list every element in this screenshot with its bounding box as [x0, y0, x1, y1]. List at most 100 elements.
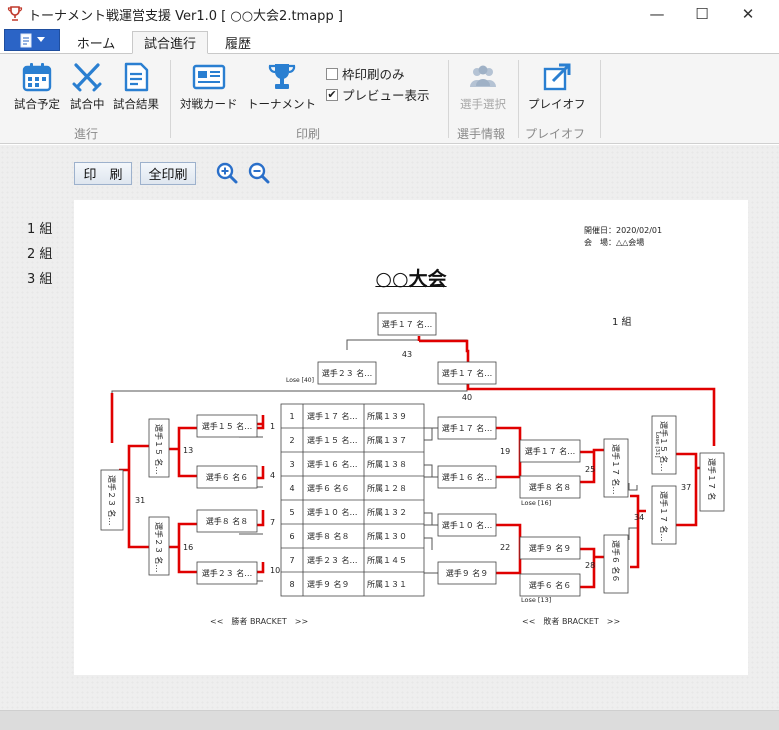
status-bar — [0, 710, 779, 730]
print-all-button[interactable]: 全印刷 — [140, 162, 196, 185]
tab-home[interactable]: ホーム — [76, 37, 116, 52]
losers-r2-box — [519, 536, 581, 560]
trophy-app-icon — [7, 6, 23, 21]
player-name: 選手１５ 名… — [659, 421, 669, 472]
losers-r3-box — [603, 534, 629, 594]
group-list: 1 組 2 組 3 組 — [27, 217, 52, 292]
entry-name: 選手１７ 名… — [307, 411, 358, 421]
export-icon — [543, 63, 571, 91]
entry-seed: 8 — [289, 580, 294, 589]
match-card-button[interactable]: 対戦カード — [180, 60, 238, 112]
event-venue: 会 場：△△会場 — [584, 238, 645, 247]
entry-affiliation: 所属１２８ — [367, 483, 407, 493]
entry-affiliation: 所属１３２ — [367, 507, 407, 517]
ribbon-separator — [170, 60, 171, 138]
preview-label: プレビュー表示 — [342, 88, 430, 103]
losers-r1-box — [437, 561, 497, 585]
schedule-button[interactable]: 試合予定 — [14, 60, 60, 112]
match-number: 28 — [585, 561, 595, 570]
results-button[interactable]: 試合結果 — [113, 60, 159, 112]
grand-final-winner-box — [377, 312, 437, 336]
zoom-in-icon[interactable] — [216, 162, 238, 184]
minimize-button[interactable]: — — [649, 5, 665, 23]
player-name: 選手１７ 名… — [611, 444, 621, 495]
match-number: 31 — [135, 496, 145, 505]
people-icon — [470, 65, 496, 87]
entry-affiliation: 所属１３０ — [367, 531, 407, 541]
entry-seed: 4 — [289, 484, 294, 493]
player-name: 選手１５ 名… — [202, 421, 253, 431]
player-name: 選手６ 名６ — [206, 472, 249, 482]
group-label-progress: 進行 — [74, 127, 99, 141]
entry-seed: 7 — [289, 556, 294, 565]
entry-name: 選手２３ 名… — [307, 555, 358, 565]
close-button[interactable]: ✕ — [741, 5, 755, 23]
match-number: 10 — [270, 566, 280, 575]
losers-r1-box — [437, 416, 497, 440]
entry-affiliation: 所属１３８ — [367, 459, 407, 469]
winners-r1-box — [196, 414, 258, 438]
frame-only-checkbox[interactable]: 枠印刷のみ — [326, 64, 405, 83]
in-progress-label: 試合中 — [70, 97, 105, 111]
losers-r3-box — [603, 438, 629, 498]
group-label-player-info: 選手情報 — [457, 127, 506, 141]
group-item[interactable]: 2 組 — [27, 247, 53, 262]
ribbon-tabs: ホーム 試合進行 履歴 — [0, 28, 779, 54]
entry-seed: 1 — [289, 412, 294, 421]
winners-final-box — [100, 469, 124, 531]
entry-affiliation: 所属１４５ — [367, 555, 407, 565]
title-bar: トーナメント戦運営支援 Ver1.0 [ ○○大会2.tmapp ] — ☐ ✕ — [0, 0, 779, 28]
entry-name: 選手６ 名６ — [307, 483, 350, 493]
player-name: 選手１６ 名… — [442, 472, 493, 482]
schedule-label: 試合予定 — [14, 97, 60, 111]
tournament-button[interactable]: トーナメント — [247, 60, 316, 112]
group-item[interactable]: 3 組 — [27, 272, 53, 287]
grand-final-left-box — [317, 361, 377, 385]
match-number: 34 — [634, 513, 644, 522]
losers-r2-box — [519, 475, 581, 499]
select-players-button[interactable]: 選手選択 — [460, 60, 506, 112]
print-button[interactable]: 印 刷 — [74, 162, 132, 185]
calendar-icon — [22, 63, 52, 92]
bracket-boxes — [100, 312, 725, 597]
maximize-button[interactable]: ☐ — [695, 5, 709, 23]
player-name: 選手９ 名９ — [529, 543, 572, 553]
losers-r2-box — [519, 439, 581, 463]
losers-r2-box — [519, 573, 581, 597]
playoff-button[interactable]: プレイオフ — [528, 60, 586, 112]
match-number: 13 — [183, 446, 193, 455]
window-title: トーナメント戦運営支援 Ver1.0 [ ○○大会2.tmapp ] — [28, 9, 343, 24]
entry-affiliation: 所属１３１ — [367, 579, 407, 589]
losers-final-box — [699, 452, 725, 512]
document-icon — [124, 62, 149, 92]
playoff-label: プレイオフ — [528, 97, 586, 111]
ribbon: 試合予定 試合中 試合結果 進行 対戦カード — [0, 54, 779, 144]
match-number: 1 — [270, 422, 275, 431]
match-number: 40 — [462, 393, 472, 402]
checkbox-box — [326, 67, 338, 80]
player-name: 選手８ 名８ — [206, 516, 249, 526]
player-name: 選手２３ 名… — [107, 475, 117, 526]
tab-history[interactable]: 履歴 — [224, 37, 251, 52]
match-number: 7 — [270, 518, 275, 527]
entry-name: 選手８ 名８ — [307, 531, 350, 541]
losers-r1-box — [437, 513, 497, 537]
player-name: 選手６ 名６ — [529, 580, 572, 590]
winners-r2-box — [148, 516, 170, 576]
entry-name: 選手１６ 名… — [307, 459, 358, 469]
crossed-swords-icon — [72, 63, 102, 92]
group-item[interactable]: 1 組 — [27, 222, 53, 237]
match-card-label: 対戦カード — [180, 97, 238, 111]
tab-match-progress[interactable]: 試合進行 — [132, 31, 208, 54]
document-icon — [20, 33, 32, 47]
tournament-label: トーナメント — [247, 97, 316, 111]
entry-seed: 3 — [289, 460, 294, 469]
in-progress-button[interactable]: 試合中 — [70, 60, 105, 112]
grand-final-right-box — [437, 361, 497, 385]
file-menu-button[interactable] — [4, 29, 60, 51]
player-name: 選手１５ 名… — [154, 424, 164, 475]
preview-checkbox[interactable]: ✔ プレビュー表示 — [326, 85, 430, 104]
ribbon-separator — [518, 60, 519, 138]
zoom-out-icon[interactable] — [248, 162, 270, 184]
dropdown-arrow-icon — [37, 37, 45, 42]
